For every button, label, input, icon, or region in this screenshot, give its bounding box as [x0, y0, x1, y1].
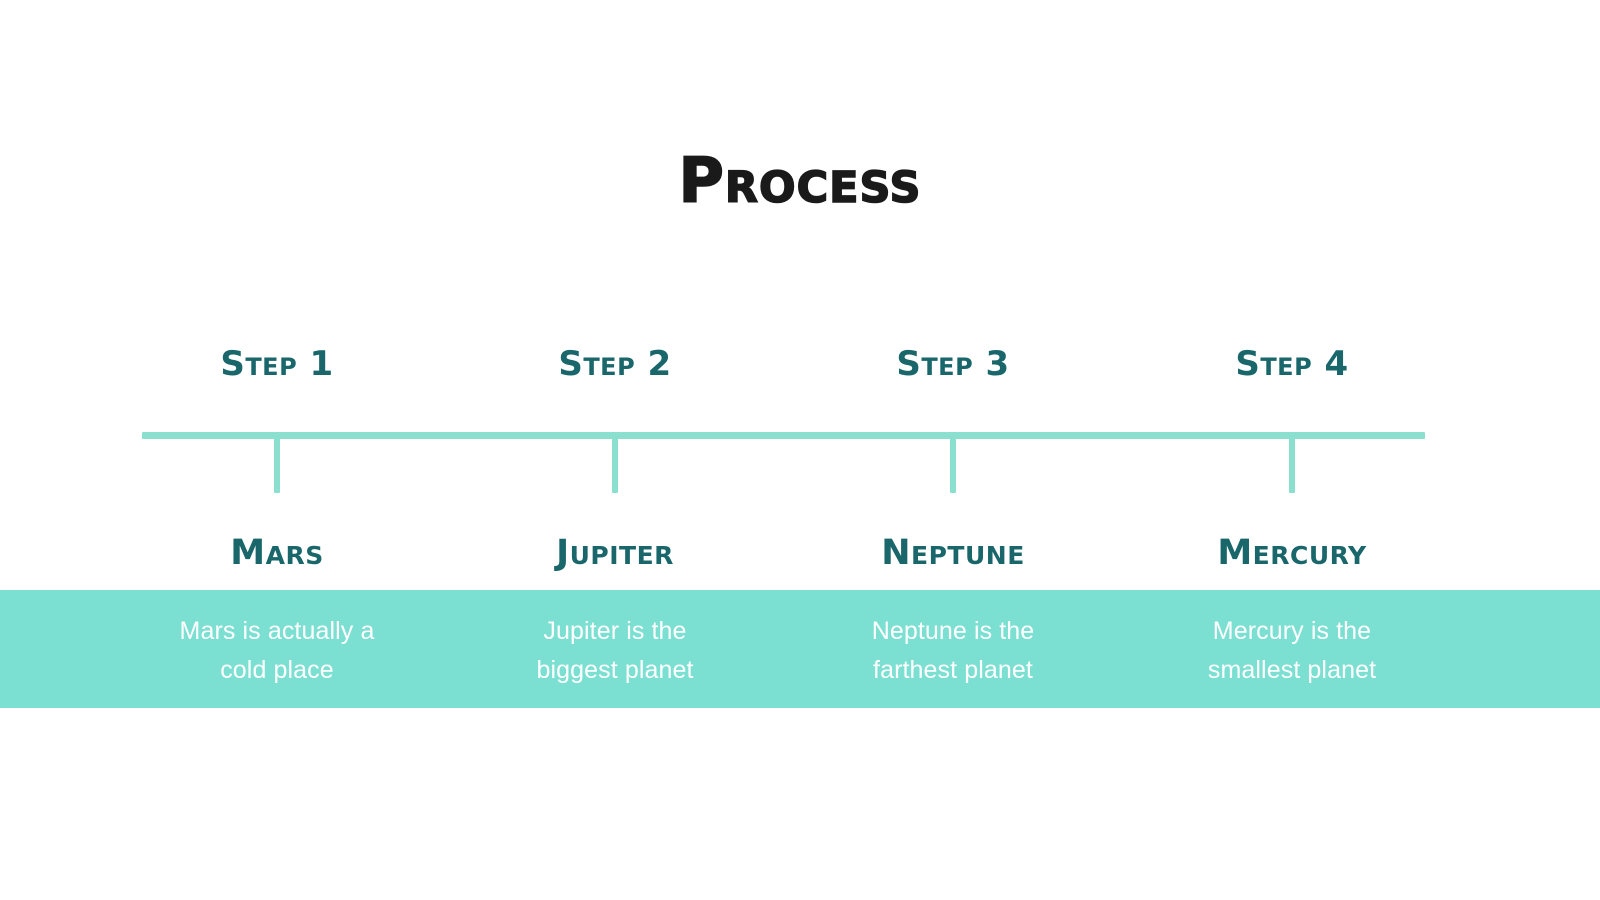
timeline-column-1: Step 1 Mars Mars is actually a cold plac…	[127, 0, 427, 900]
step-label-2: Step 2	[558, 344, 672, 384]
planet-description-1-line-2: cold place	[220, 656, 334, 684]
planet-description-4-line-2: smallest planet	[1207, 656, 1377, 684]
planet-description-4-line-1: Mercury is the	[1212, 617, 1372, 645]
page-title: Process	[678, 143, 922, 217]
planet-description-2: Jupiter is the biggest planet	[465, 612, 765, 690]
planet-description-1-line-1: Mars is actually a	[179, 617, 375, 645]
timeline-column-2: Step 2 Jupiter Jupiter is the biggest pl…	[465, 0, 765, 900]
planet-description-3-line-2: farthest planet	[873, 656, 1033, 684]
timeline-tick-4	[1289, 436, 1295, 493]
timeline-axis-line	[142, 432, 1425, 439]
planet-description-1: Mars is actually a cold place	[127, 612, 427, 690]
step-label-4: Step 4	[1235, 344, 1349, 384]
timeline-column-3: Step 3 Neptune Neptune is the farthest p…	[803, 0, 1103, 900]
description-band	[0, 590, 1600, 708]
planet-description-3-line-1: Neptune is the	[871, 617, 1035, 645]
step-label-3: Step 3	[896, 344, 1010, 384]
planet-name-3: Neptune	[881, 533, 1025, 573]
timeline-tick-2	[612, 436, 618, 493]
step-label-1: Step 1	[220, 344, 334, 384]
planet-description-2-line-2: biggest planet	[536, 656, 694, 684]
timeline-tick-3	[950, 436, 956, 493]
planet-description-2-line-1: Jupiter is the	[543, 617, 687, 645]
planet-description-3: Neptune is the farthest planet	[803, 612, 1103, 690]
planet-name-1: Mars	[230, 533, 324, 573]
planet-name-2: Jupiter	[556, 533, 674, 573]
planet-description-4: Mercury is the smallest planet	[1142, 612, 1442, 690]
timeline-tick-1	[274, 436, 280, 493]
timeline-column-4: Step 4 Mercury Mercury is the smallest p…	[1142, 0, 1442, 900]
planet-name-4: Mercury	[1217, 533, 1367, 573]
